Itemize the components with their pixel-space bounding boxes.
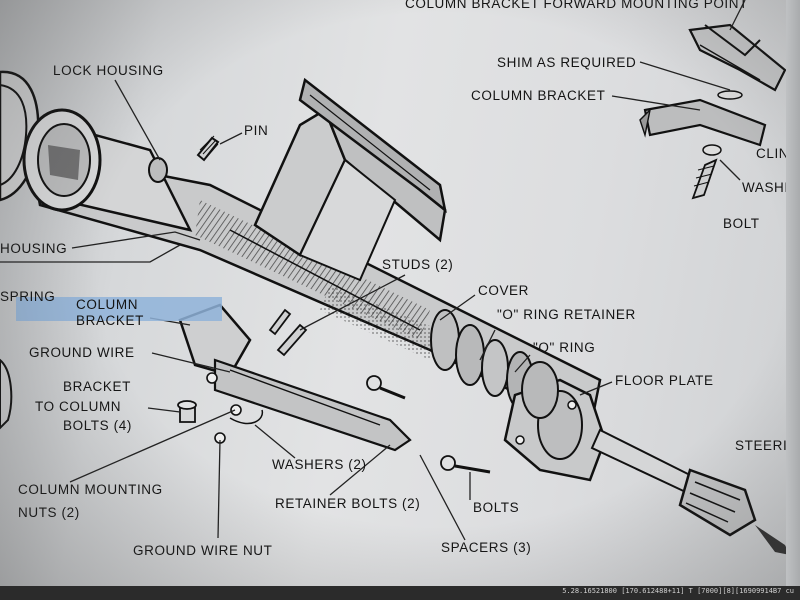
lock-housing (22, 108, 193, 232)
label-floor-plate: FLOOR PLATE (615, 373, 714, 388)
forward-bracket-parts (639, 23, 787, 200)
label-column-bracket-top: COLUMN BRACKET (471, 88, 606, 103)
pin-part (196, 135, 220, 162)
studs (268, 308, 308, 357)
label-column-bracket-line1: COLUMN (76, 297, 139, 312)
label-clin: CLIN (756, 146, 790, 161)
label-housing: HOUSING (0, 241, 68, 256)
label-forward-mounting-point: COLUMN BRACKET FORWARD MOUNTING POINT (405, 0, 748, 11)
window-scrollbar-edge[interactable] (786, 0, 800, 600)
label-lock-housing: LOCK HOUSING (53, 63, 164, 78)
label-column-bracket-line2: BRACKET (76, 313, 144, 328)
label-column-mounting-nuts-line1: COLUMN MOUNTING (18, 482, 163, 497)
bracket-bolt (177, 400, 197, 423)
label-retainer-bolts: RETAINER BOLTS (2) (275, 496, 421, 511)
label-bracket-bolts-line3: BOLTS (4) (63, 418, 132, 433)
label-cover: COVER (478, 283, 530, 298)
label-o-ring-retainer: "O" RING RETAINER (497, 307, 636, 322)
label-studs: STUDS (2) (382, 257, 454, 272)
label-shim-as-required: SHIM AS REQUIRED (497, 55, 637, 70)
label-ground-wire-nut: GROUND WIRE NUT (133, 543, 273, 558)
leader-lines (0, 0, 746, 541)
label-bolt: BOLT (723, 216, 760, 231)
column-mount-frame (253, 77, 447, 282)
label-ground-wire: GROUND WIRE (29, 345, 135, 360)
retainer-bolt (366, 375, 406, 400)
label-steering: STEERIN (735, 438, 798, 453)
lower-column-bracket (178, 303, 412, 452)
label-washi: WASHI (742, 180, 789, 195)
label-spacers: SPACERS (3) (441, 540, 532, 555)
label-pin: PIN (244, 123, 269, 138)
label-o-ring: "O" RING (533, 340, 596, 355)
status-bar: 5.28.16521800 [170.612488+11] T [7000][8… (0, 586, 800, 600)
text-selection-highlight (16, 297, 222, 321)
label-column-mounting-nuts-line2: NUTS (2) (18, 505, 80, 520)
steering-shaft (590, 428, 790, 555)
label-washers: WASHERS (2) (272, 457, 367, 472)
floor-plate-bolts (440, 455, 491, 474)
status-bar-text: 5.28.16521800 [170.612488+11] T [7000][8… (562, 587, 794, 595)
label-spring: SPRING (0, 289, 56, 304)
label-bracket-bolts-line2: TO COLUMN (35, 399, 122, 414)
label-bolts: BOLTS (473, 500, 520, 515)
floor-plate (503, 361, 607, 482)
label-bracket-bolts-line1: BRACKET (63, 379, 131, 394)
